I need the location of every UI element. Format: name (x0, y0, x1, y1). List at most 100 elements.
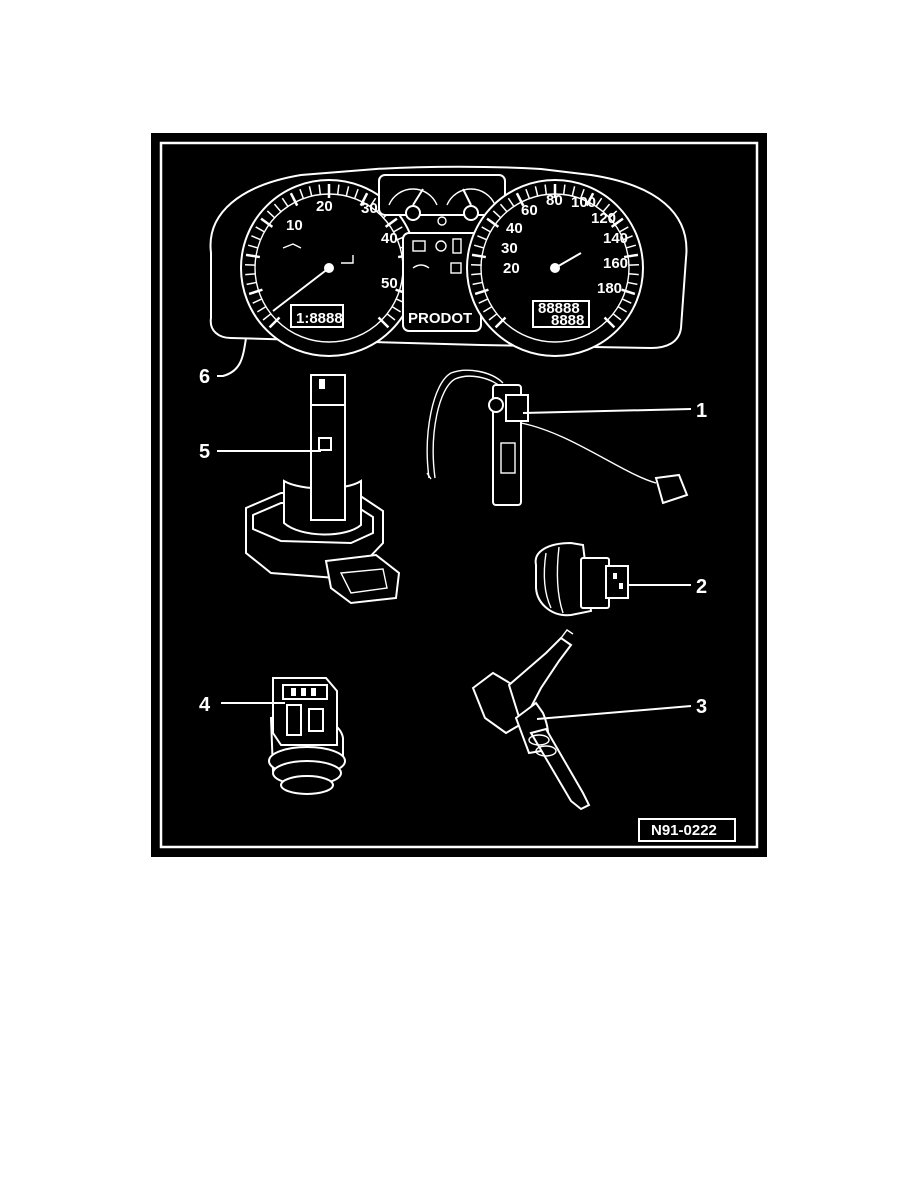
indicator-icon (282, 243, 302, 249)
left-odometer (290, 304, 344, 328)
dial-tick (488, 313, 498, 321)
dial-tick (256, 306, 267, 313)
callout-5: 5 (199, 441, 210, 463)
dial-tick (369, 197, 377, 207)
center-display-text: PRODOT (408, 310, 472, 327)
dial-tick (262, 313, 272, 321)
dial-tick (245, 253, 261, 259)
diagram-canvas: 1:8888 10 20 30 40 50 PRODOT (159, 141, 759, 849)
right-display-top: 88888 (538, 300, 580, 317)
dial-tick (486, 217, 500, 228)
sensor-bracket (507, 636, 573, 719)
fuel-gauge (388, 188, 438, 206)
left-dial-label-30: 30 (361, 200, 378, 217)
dial-tick (544, 184, 548, 195)
dial-tick (515, 192, 525, 207)
oil-level-sender (245, 374, 401, 605)
callout-2: 2 (696, 576, 707, 598)
dial-tick (336, 184, 340, 195)
left-dial-label-40: 40 (381, 230, 398, 247)
callout-6: 6 (199, 366, 210, 388)
callout-3-leader (536, 705, 692, 720)
dial-tick (621, 288, 636, 296)
dial-tick (255, 226, 265, 233)
indicator-icon (341, 255, 354, 264)
right-dial-label-160: 160 (603, 255, 628, 272)
left-dial-needle (272, 267, 330, 312)
instrument-cluster: 1:8888 10 20 30 40 50 PRODOT (209, 165, 688, 357)
dial-tick (603, 316, 616, 329)
right-dial-label-40: 40 (506, 220, 523, 237)
dial-tick (391, 306, 402, 313)
diagram-figure: 1:8888 10 20 30 40 50 PRODOT (151, 133, 767, 857)
dial-tick (266, 210, 276, 219)
figure-id: N91-0222 (651, 822, 717, 839)
sensor-probe (529, 727, 591, 811)
right-dial-needle (554, 252, 582, 269)
dial-tick (474, 288, 489, 296)
dial-tick (478, 298, 489, 304)
sensor-float (654, 473, 689, 505)
dial-tick (499, 203, 508, 213)
dial-tick (608, 210, 618, 219)
dial-tick (359, 192, 369, 207)
dial-tick (245, 273, 256, 276)
dial-tick (494, 316, 507, 329)
left-odometer-text: 1:8888 (296, 310, 343, 327)
dial-tick (281, 197, 289, 207)
dial-tick (534, 186, 539, 197)
dial-tick (246, 281, 257, 286)
dial-tick (482, 306, 493, 313)
dial-tick (268, 316, 281, 329)
figure-id-box (638, 818, 736, 842)
dial-tick (471, 273, 482, 276)
temperature-sender-2 (534, 541, 629, 617)
dial-tick (612, 313, 622, 321)
dial-tick (353, 188, 359, 199)
sensor-with-wire (426, 369, 689, 506)
right-dial-label-80: 80 (546, 192, 563, 209)
dial-tick (619, 226, 629, 233)
left-dial-label-50: 50 (381, 275, 398, 292)
dial-tick (247, 244, 258, 249)
thermo-switch-4 (268, 677, 346, 795)
temperature-sensor-3 (471, 629, 591, 811)
callout-1-leader (522, 408, 692, 414)
dial-tick (251, 235, 261, 241)
right-display-bottom: 8888 (551, 312, 584, 329)
dial-tick (585, 192, 595, 207)
temp-gauge (446, 188, 496, 206)
right-dial-label-60: 60 (521, 202, 538, 219)
dial-tick (299, 188, 305, 199)
dial-tick (473, 244, 484, 249)
dial-tick (384, 217, 398, 228)
aux-gauge-panel (378, 174, 506, 216)
dial-tick (571, 186, 576, 197)
right-display (532, 300, 590, 328)
dial-tick (525, 188, 531, 199)
right-dial-label-30: 30 (501, 240, 518, 257)
dial-tick (623, 253, 639, 259)
right-dial-label-140: 140 (603, 230, 628, 247)
dial-tick (627, 281, 638, 286)
dial-tick (595, 197, 603, 207)
dial-tick (579, 188, 585, 199)
dial-tick (273, 203, 282, 213)
right-dial-label-180: 180 (597, 280, 622, 297)
sender-connector (324, 553, 401, 605)
dial-tick (562, 184, 566, 195)
callout-6-leader (217, 337, 247, 377)
callout-4: 4 (199, 694, 211, 716)
dial-tick (507, 197, 515, 207)
dial-tick (626, 244, 637, 249)
dial-tick (477, 235, 487, 241)
left-dial-label-20: 20 (316, 198, 333, 215)
callout-3: 3 (696, 696, 707, 718)
dial-tick (345, 186, 350, 197)
right-dial-label-120: 120 (591, 210, 616, 227)
right-dial-ticks (471, 184, 639, 329)
right-dial-label-100: 100 (571, 194, 596, 211)
dial-tick (492, 210, 502, 219)
dial-tick (471, 253, 487, 259)
dial-tick (386, 313, 396, 321)
